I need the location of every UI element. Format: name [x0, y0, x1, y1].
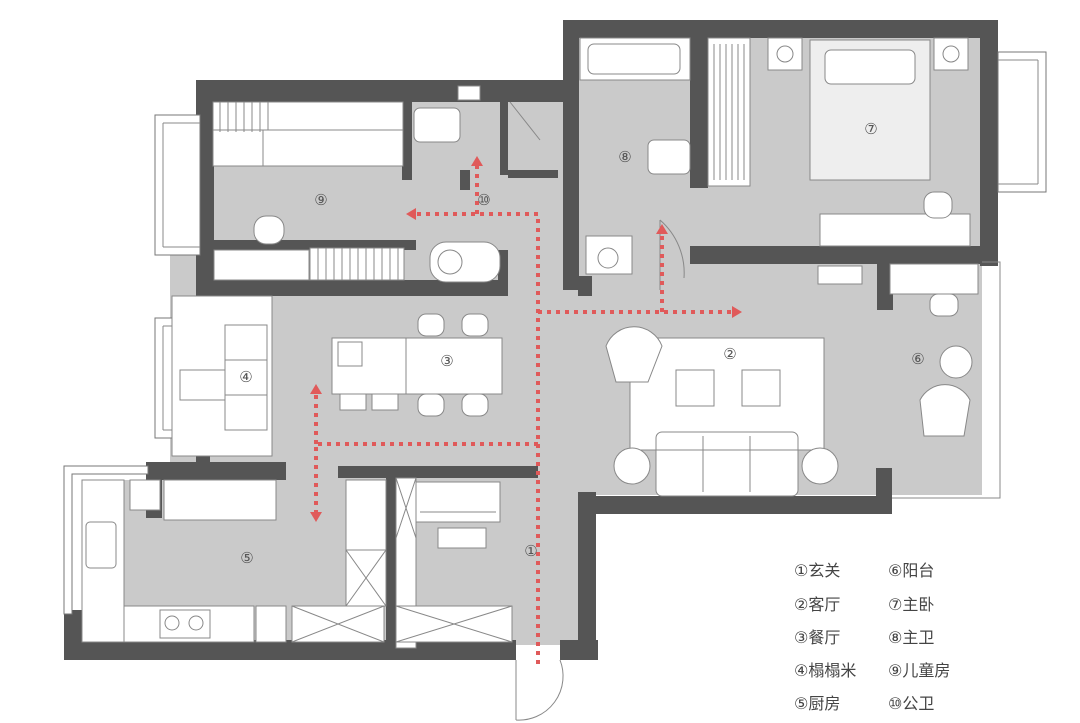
- room-number-2: ②: [723, 345, 736, 363]
- room-number-4: ④: [239, 368, 252, 386]
- legend-item: ②客厅: [794, 595, 840, 614]
- legend-item: ③餐厅: [794, 628, 840, 647]
- room-number-10: ⑩: [477, 191, 490, 209]
- legend-item: ①玄关: [794, 561, 840, 580]
- legend-item: ⑨儿童房: [888, 661, 950, 680]
- route-arrow: [406, 208, 416, 220]
- route-arrow: [656, 224, 668, 234]
- legend-item: ⑤厨房: [794, 694, 840, 713]
- legend-item: ⑩公卫: [888, 694, 934, 713]
- route-arrow: [732, 306, 742, 318]
- route-arrow: [310, 512, 322, 522]
- legend-item: ⑧主卫: [888, 628, 934, 647]
- room-number-1: ①: [524, 542, 537, 560]
- room-number-8: ⑧: [618, 148, 631, 166]
- legend: ①玄关 ②客厅 ③餐厅 ④榻榻米 ⑤厨房 ⑥阳台 ⑦主卧 ⑧主卫 ⑨儿童房 ⑩公…: [794, 561, 950, 713]
- room-number-9: ⑨: [314, 191, 327, 209]
- legend-item: ⑥阳台: [888, 561, 934, 580]
- legend-item: ④榻榻米: [794, 661, 856, 680]
- route-path: [314, 442, 538, 516]
- room-number-7: ⑦: [864, 120, 877, 138]
- furniture: [81, 37, 979, 721]
- room-number-3: ③: [440, 352, 453, 370]
- circulation-route: [310, 156, 742, 664]
- legend-item: ⑦主卧: [888, 595, 934, 614]
- route-arrow: [310, 384, 322, 394]
- room-labels: ① ② ③ ④ ⑤ ⑥ ⑦ ⑧ ⑨ ⑩: [239, 120, 924, 567]
- route-arrow: [471, 156, 483, 166]
- room-number-6: ⑥: [911, 350, 924, 368]
- room-number-5: ⑤: [240, 549, 253, 567]
